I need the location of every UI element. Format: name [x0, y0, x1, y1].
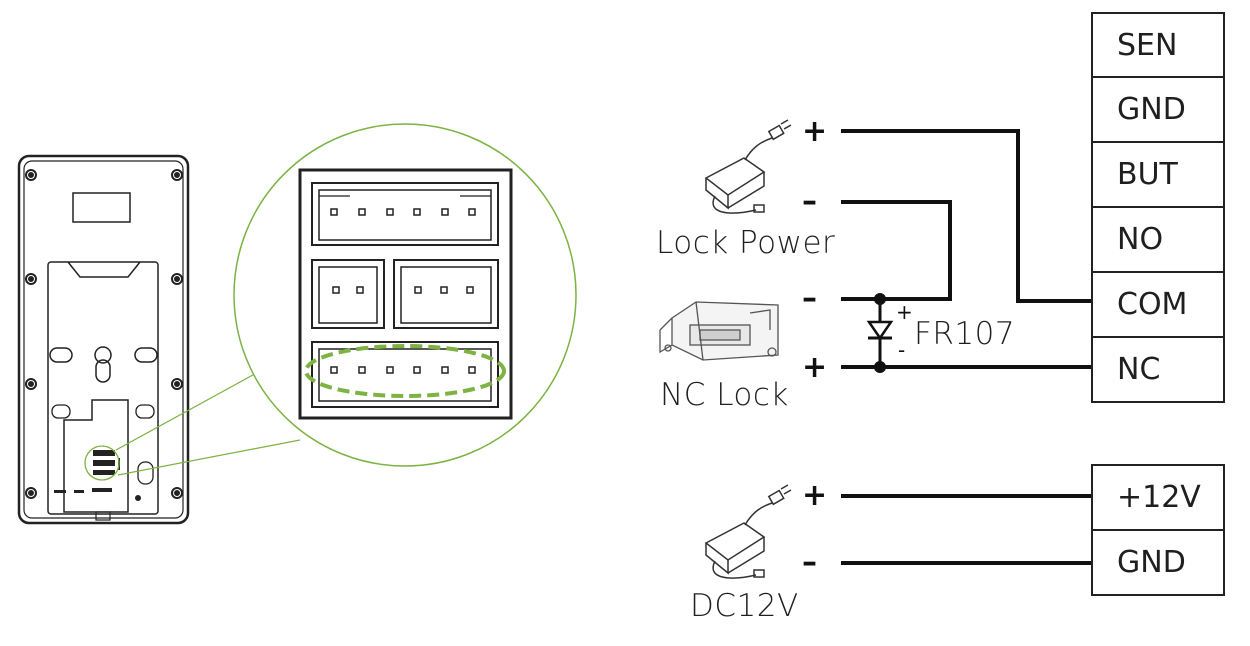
diode-label: FR107	[914, 316, 1016, 352]
terminal-but-label: BUT	[1117, 157, 1178, 192]
diode-fr107-icon	[866, 293, 894, 373]
nc-lock-plus-sign: +	[802, 350, 828, 385]
dc12v-minus-sign: –	[802, 545, 817, 580]
dc12v-adapter-icon	[704, 484, 792, 579]
terminal-but: BUT	[1091, 141, 1225, 208]
device-back-panel	[17, 154, 190, 525]
terminal-gnd-power: GND	[1091, 529, 1225, 596]
terminal-gnd-label: GND	[1117, 92, 1186, 127]
terminal-com-label: COM	[1117, 287, 1188, 322]
terminal-gnd-power-label: GND	[1117, 545, 1186, 580]
terminal-gnd: GND	[1091, 76, 1225, 143]
lock-power-label: Lock Power	[656, 225, 836, 261]
lock-power-adapter-icon	[704, 119, 792, 214]
lock-power-plus-sign: +	[802, 114, 828, 149]
terminal-sen-label: SEN	[1117, 27, 1178, 63]
dc12v-label: DC12V	[690, 588, 799, 624]
terminal-com: COM	[1091, 271, 1225, 338]
terminal-12v: +12V	[1091, 464, 1225, 531]
magnifier-circle	[233, 123, 577, 467]
connector-pins	[330, 208, 476, 374]
terminal-sen: SEN	[1091, 12, 1225, 78]
terminal-12v-label: +12V	[1117, 480, 1201, 515]
terminal-no-label: NO	[1117, 222, 1164, 257]
dc12v-plus-sign: +	[802, 478, 828, 513]
magnifier-line-lower	[117, 439, 301, 476]
terminal-no: NO	[1091, 206, 1225, 273]
nc-lock-icon	[659, 301, 779, 361]
wire-lockpower-plus-com	[841, 129, 1091, 303]
nc-lock-minus-sign: –	[802, 281, 817, 316]
nc-lock-label: NC Lock	[660, 377, 789, 413]
highlight-ellipse	[304, 344, 506, 398]
terminal-nc: NC	[1091, 336, 1225, 403]
magnifier-line-upper	[115, 369, 263, 451]
diode-minus-mark: -	[898, 338, 906, 362]
wire-lockpower-minus-lock	[841, 200, 952, 301]
terminal-nc-label: NC	[1117, 352, 1161, 387]
connector-block	[298, 168, 513, 420]
diode-plus-mark: +	[896, 300, 913, 324]
lock-power-minus-sign: –	[802, 184, 817, 219]
screw-icons	[25, 169, 183, 499]
